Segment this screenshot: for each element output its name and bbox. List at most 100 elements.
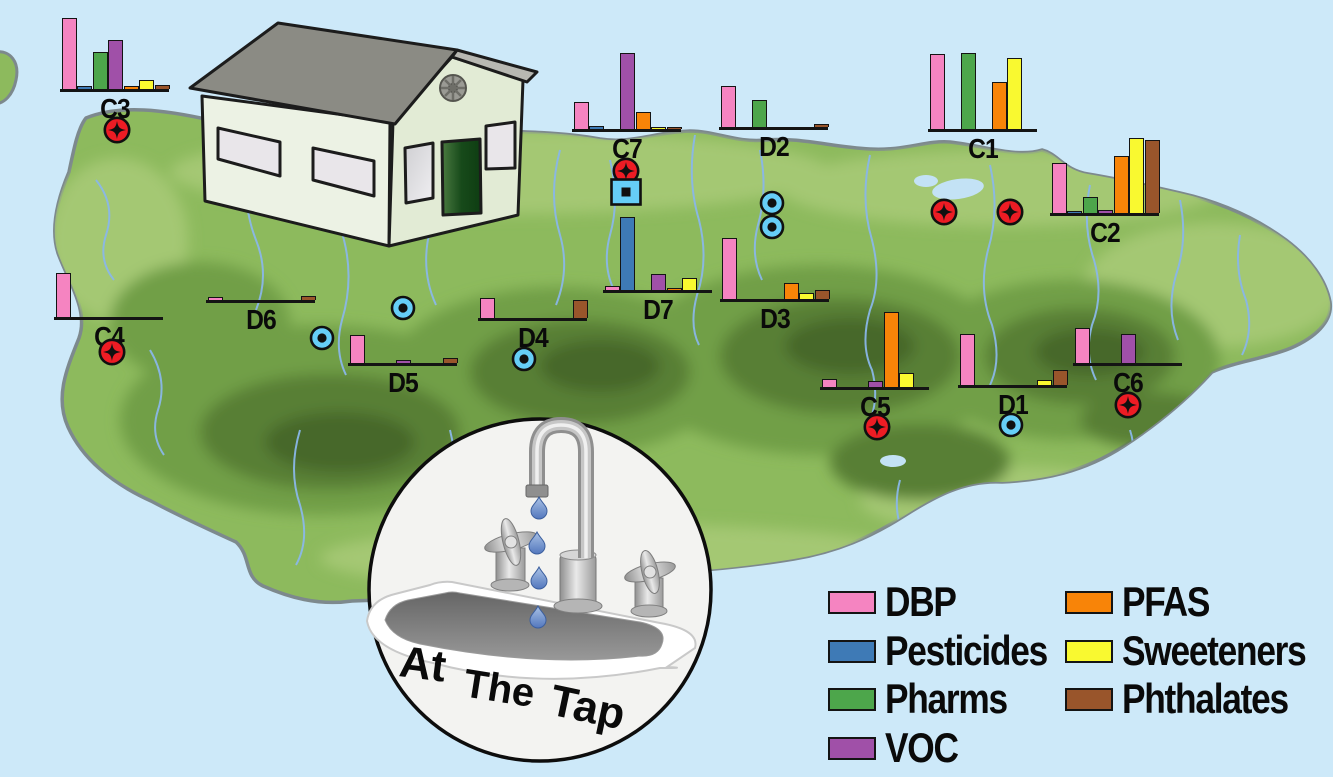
house-window	[311, 146, 376, 198]
site-chart-D1	[958, 303, 1068, 388]
bar-pfas	[1113, 156, 1129, 213]
bar-pharms	[751, 100, 767, 127]
bar-pharms	[960, 53, 976, 129]
site-label-D7: D7	[643, 294, 674, 325]
bar-dbp	[605, 286, 620, 290]
site-label-C1: C1	[968, 133, 999, 164]
sink	[365, 580, 697, 680]
offshore-islet	[0, 50, 19, 105]
water-drops	[528, 495, 548, 629]
bar-pfas	[991, 82, 1007, 129]
bar-dbp	[1052, 163, 1067, 213]
legend-swatch-pfas	[1065, 591, 1113, 614]
site-chart-D6	[206, 218, 316, 303]
bar-phthalates	[154, 85, 170, 89]
bar-sweeteners	[1037, 380, 1053, 385]
bar-phthalates	[442, 358, 458, 363]
bar-phthalates	[572, 300, 588, 318]
bar-pesticides	[77, 86, 93, 89]
inset-circle	[367, 417, 713, 763]
legend-swatch-phthalates	[1065, 688, 1113, 712]
legend-swatch-pesticides	[828, 639, 876, 663]
bar-pharms	[92, 52, 108, 89]
inset-word-the: The	[461, 661, 538, 716]
bar-phthalates	[813, 124, 829, 127]
bar-sweeteners	[899, 373, 915, 387]
bar-dbp	[574, 102, 589, 129]
site-label-D6: D6	[246, 304, 277, 335]
bar-pesticides	[1067, 211, 1083, 213]
bar-phthalates	[300, 296, 316, 300]
house-door	[440, 137, 483, 217]
site-chart-D2	[719, 45, 829, 130]
bar-dbp	[1075, 328, 1090, 363]
bar-dbp	[930, 54, 945, 129]
house-window	[403, 141, 435, 205]
site-chart-C3	[60, 7, 170, 92]
inset-word-at: At	[397, 637, 449, 691]
bar-pfas	[635, 112, 651, 129]
site-chart-C6	[1073, 281, 1182, 366]
lakes	[880, 175, 984, 467]
bar-sweeteners	[1129, 138, 1145, 213]
faucet	[525, 416, 603, 614]
house-window	[216, 126, 282, 178]
site-chart-C4	[54, 235, 163, 320]
bar-voc	[1121, 334, 1137, 363]
bar-dbp	[960, 334, 975, 385]
bar-dbp	[822, 379, 837, 387]
bar-phthalates	[666, 127, 682, 129]
site-chart-D3	[720, 217, 830, 302]
legend-label-voc: VOC	[885, 723, 959, 771]
bar-pesticides	[620, 217, 636, 290]
site-chart-C2	[1050, 131, 1160, 216]
site-chart-D7	[603, 208, 712, 293]
bar-phthalates	[1052, 370, 1068, 385]
bar-voc	[1098, 210, 1114, 213]
faucet-handle-left	[484, 518, 538, 592]
bar-dbp	[721, 86, 736, 127]
site-label-D2: D2	[759, 131, 790, 162]
site-chart-D4	[478, 236, 588, 321]
bar-pfas	[123, 86, 139, 89]
bar-phthalates	[814, 290, 830, 299]
bar-sweeteners	[651, 127, 667, 129]
bar-dbp	[208, 297, 223, 300]
bar-phthalates	[1144, 140, 1160, 213]
bar-sweeteners	[1007, 58, 1023, 129]
bar-pfas	[666, 288, 682, 290]
bar-voc	[396, 360, 412, 363]
site-label-D5: D5	[388, 367, 419, 398]
legend-swatch-dbp	[828, 591, 876, 614]
site-chart-D5	[348, 281, 458, 366]
bar-voc	[651, 274, 667, 290]
bar-dbp	[62, 18, 77, 89]
house-roof	[188, 21, 459, 126]
site-label-C2: C2	[1090, 217, 1121, 248]
site-chart-C5	[820, 305, 929, 390]
house-window	[484, 120, 517, 171]
bar-dbp	[56, 273, 71, 317]
bar-voc	[868, 381, 884, 387]
bar-dbp	[480, 298, 495, 318]
site-label-D3: D3	[760, 303, 791, 334]
site-chart-C1	[928, 47, 1037, 132]
legend-label-phthalates: Phthalates	[1122, 675, 1289, 723]
legend-label-pfas: PFAS	[1122, 578, 1210, 625]
legend-label-pesticides: Pesticides	[885, 626, 1048, 674]
legend-label-pharms: Pharms	[885, 675, 1008, 723]
site-chart-C7	[572, 47, 682, 132]
legend-swatch-sweeteners	[1065, 639, 1113, 663]
legend-label-dbp: DBP	[885, 578, 957, 625]
bar-pesticides	[589, 126, 605, 129]
faucet-handle-right	[624, 550, 676, 618]
bar-sweeteners	[682, 278, 698, 290]
bar-pfas	[883, 312, 899, 387]
legend-swatch-voc	[828, 736, 876, 760]
bar-sweeteners	[139, 80, 155, 89]
bar-voc	[620, 53, 636, 129]
legend-swatch-pharms	[828, 688, 876, 712]
